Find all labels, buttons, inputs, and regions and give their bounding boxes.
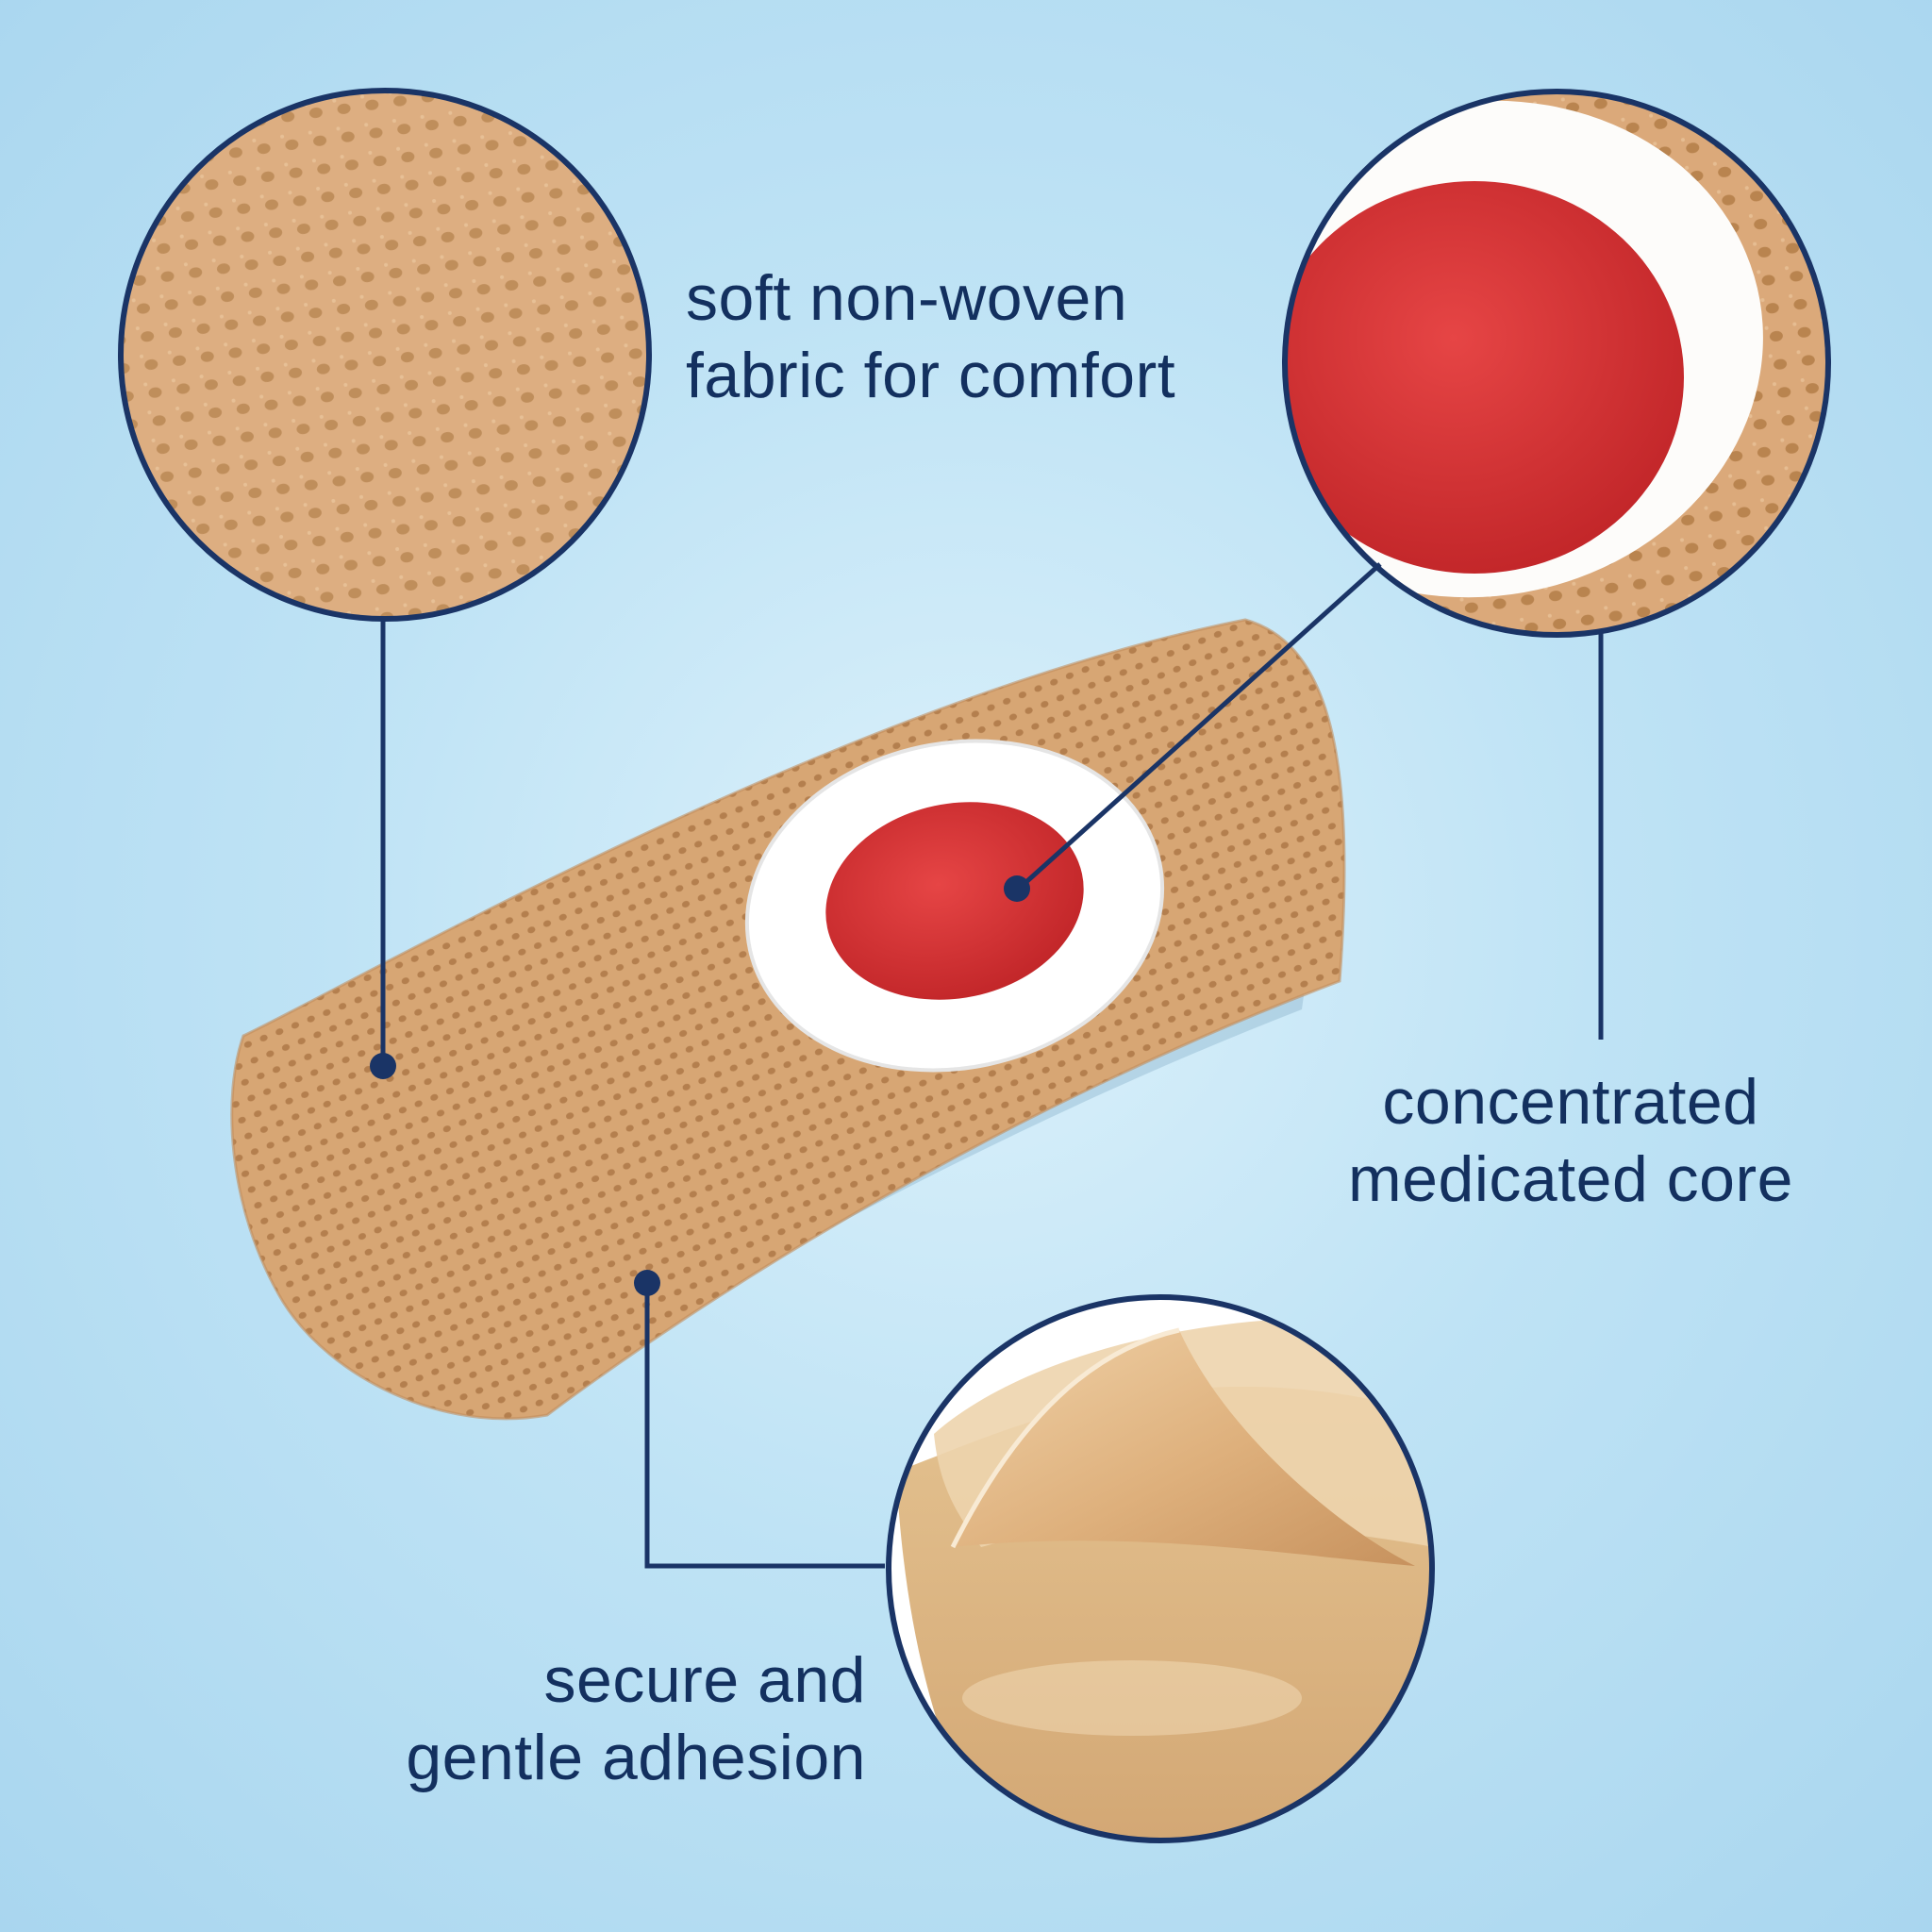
core-callout-line2: medicated core (1348, 1143, 1793, 1215)
adhesion-callout-line1: secure and (543, 1644, 866, 1716)
fabric-callout-line1: soft non-woven (686, 262, 1128, 334)
core-zoom-circle (1282, 89, 1831, 638)
core-callout-line1: concentrated (1382, 1066, 1759, 1138)
adhesion-callout-line2: gentle adhesion (406, 1722, 866, 1793)
fabric-callout-line2: fabric for comfort (686, 340, 1176, 411)
core-callout: concentrated medicated core (1302, 1063, 1840, 1218)
callout-dots (370, 875, 1030, 1296)
fabric-zoom-circle (118, 88, 652, 622)
bandage-medicated-pad (744, 739, 1165, 1073)
adhesion-callout: secure and gentle adhesion (406, 1641, 866, 1796)
adhesion-zoom-circle (886, 1294, 1435, 1843)
fabric-callout: soft non-woven fabric for comfort (686, 259, 1175, 414)
callout-lines (380, 562, 1604, 1569)
